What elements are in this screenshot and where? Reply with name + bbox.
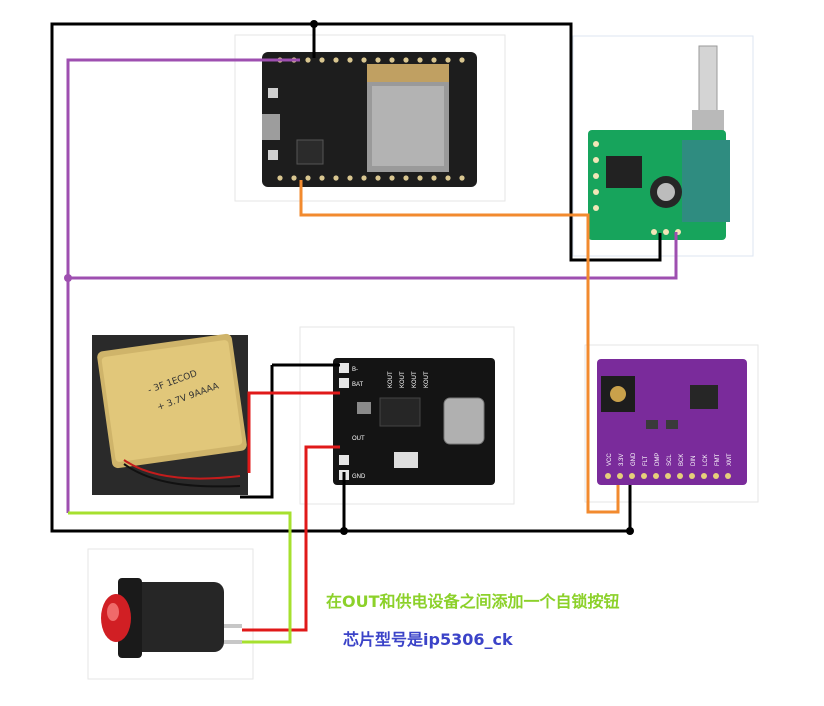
dac-pin-3v3: 3.3V: [619, 454, 625, 466]
junction-top: [310, 20, 318, 28]
dac-pin-gnd: GND: [631, 452, 637, 466]
wire-red-out: [242, 445, 340, 632]
junction-bottom-right: [626, 527, 634, 535]
lipo-battery: - 3F 1ECOD + 3.7V 9AAAA: [92, 333, 248, 495]
dac-pin-scl: SCL: [667, 454, 673, 466]
esp32-board: [234, 34, 506, 202]
charger-pin-kout-2: KOUT: [400, 371, 406, 388]
chip-annotation: 芯片型号是ip5306_ck: [343, 630, 513, 649]
charger-pin-bminus: B-: [352, 367, 358, 373]
wire-red-battery-pos: [247, 391, 340, 473]
amplifier-board: [572, 35, 754, 257]
dac-pin-lck: LCK: [703, 454, 709, 466]
wire-black-battery-neg: [240, 365, 274, 499]
charger-pin-bat: BAT: [352, 382, 364, 388]
wire-purple-amp: [68, 232, 678, 280]
dac-pin-fmt: FMT: [715, 453, 721, 466]
charger-pin-kout-4: KOUT: [424, 371, 430, 388]
charger-pin-kout-3: KOUT: [412, 371, 418, 388]
wire-black-ground-loop: [50, 22, 632, 533]
dac-pin-bck: BCK: [679, 454, 685, 466]
dac-pin-xmt: XMT: [727, 453, 733, 466]
charger-board: B- BAT OUT GND KOUT KOUT KOUT KOUT: [299, 326, 515, 505]
wires: [50, 22, 678, 644]
wire-purple-esp: [66, 58, 300, 513]
dac-pin-dmp: DMP: [655, 453, 661, 466]
dac-pin-flt: FLT: [643, 455, 649, 466]
button-annotation: 在OUT和供电设备之间添加一个自锁按钮: [326, 592, 620, 611]
junction-purple: [64, 274, 72, 282]
charger-pin-out: OUT: [352, 436, 365, 442]
charger-pin-kout-1: KOUT: [388, 371, 394, 388]
dac-pin-vcc: VCC: [607, 453, 613, 466]
dac-pin-din: DIN: [691, 456, 697, 466]
junction-bottom: [340, 527, 348, 535]
charger-pin-gnd: GND: [352, 474, 366, 480]
wire-lime-vcc: [68, 511, 292, 644]
self-locking-button: [87, 548, 254, 680]
junctions: [310, 20, 634, 535]
wire-orange-audio: [299, 180, 620, 514]
dac-board: VCC 3.3V GND FLT DMP SCL BCK DIN LCK FMT…: [584, 344, 759, 503]
wire-black-top-right: [314, 22, 662, 262]
